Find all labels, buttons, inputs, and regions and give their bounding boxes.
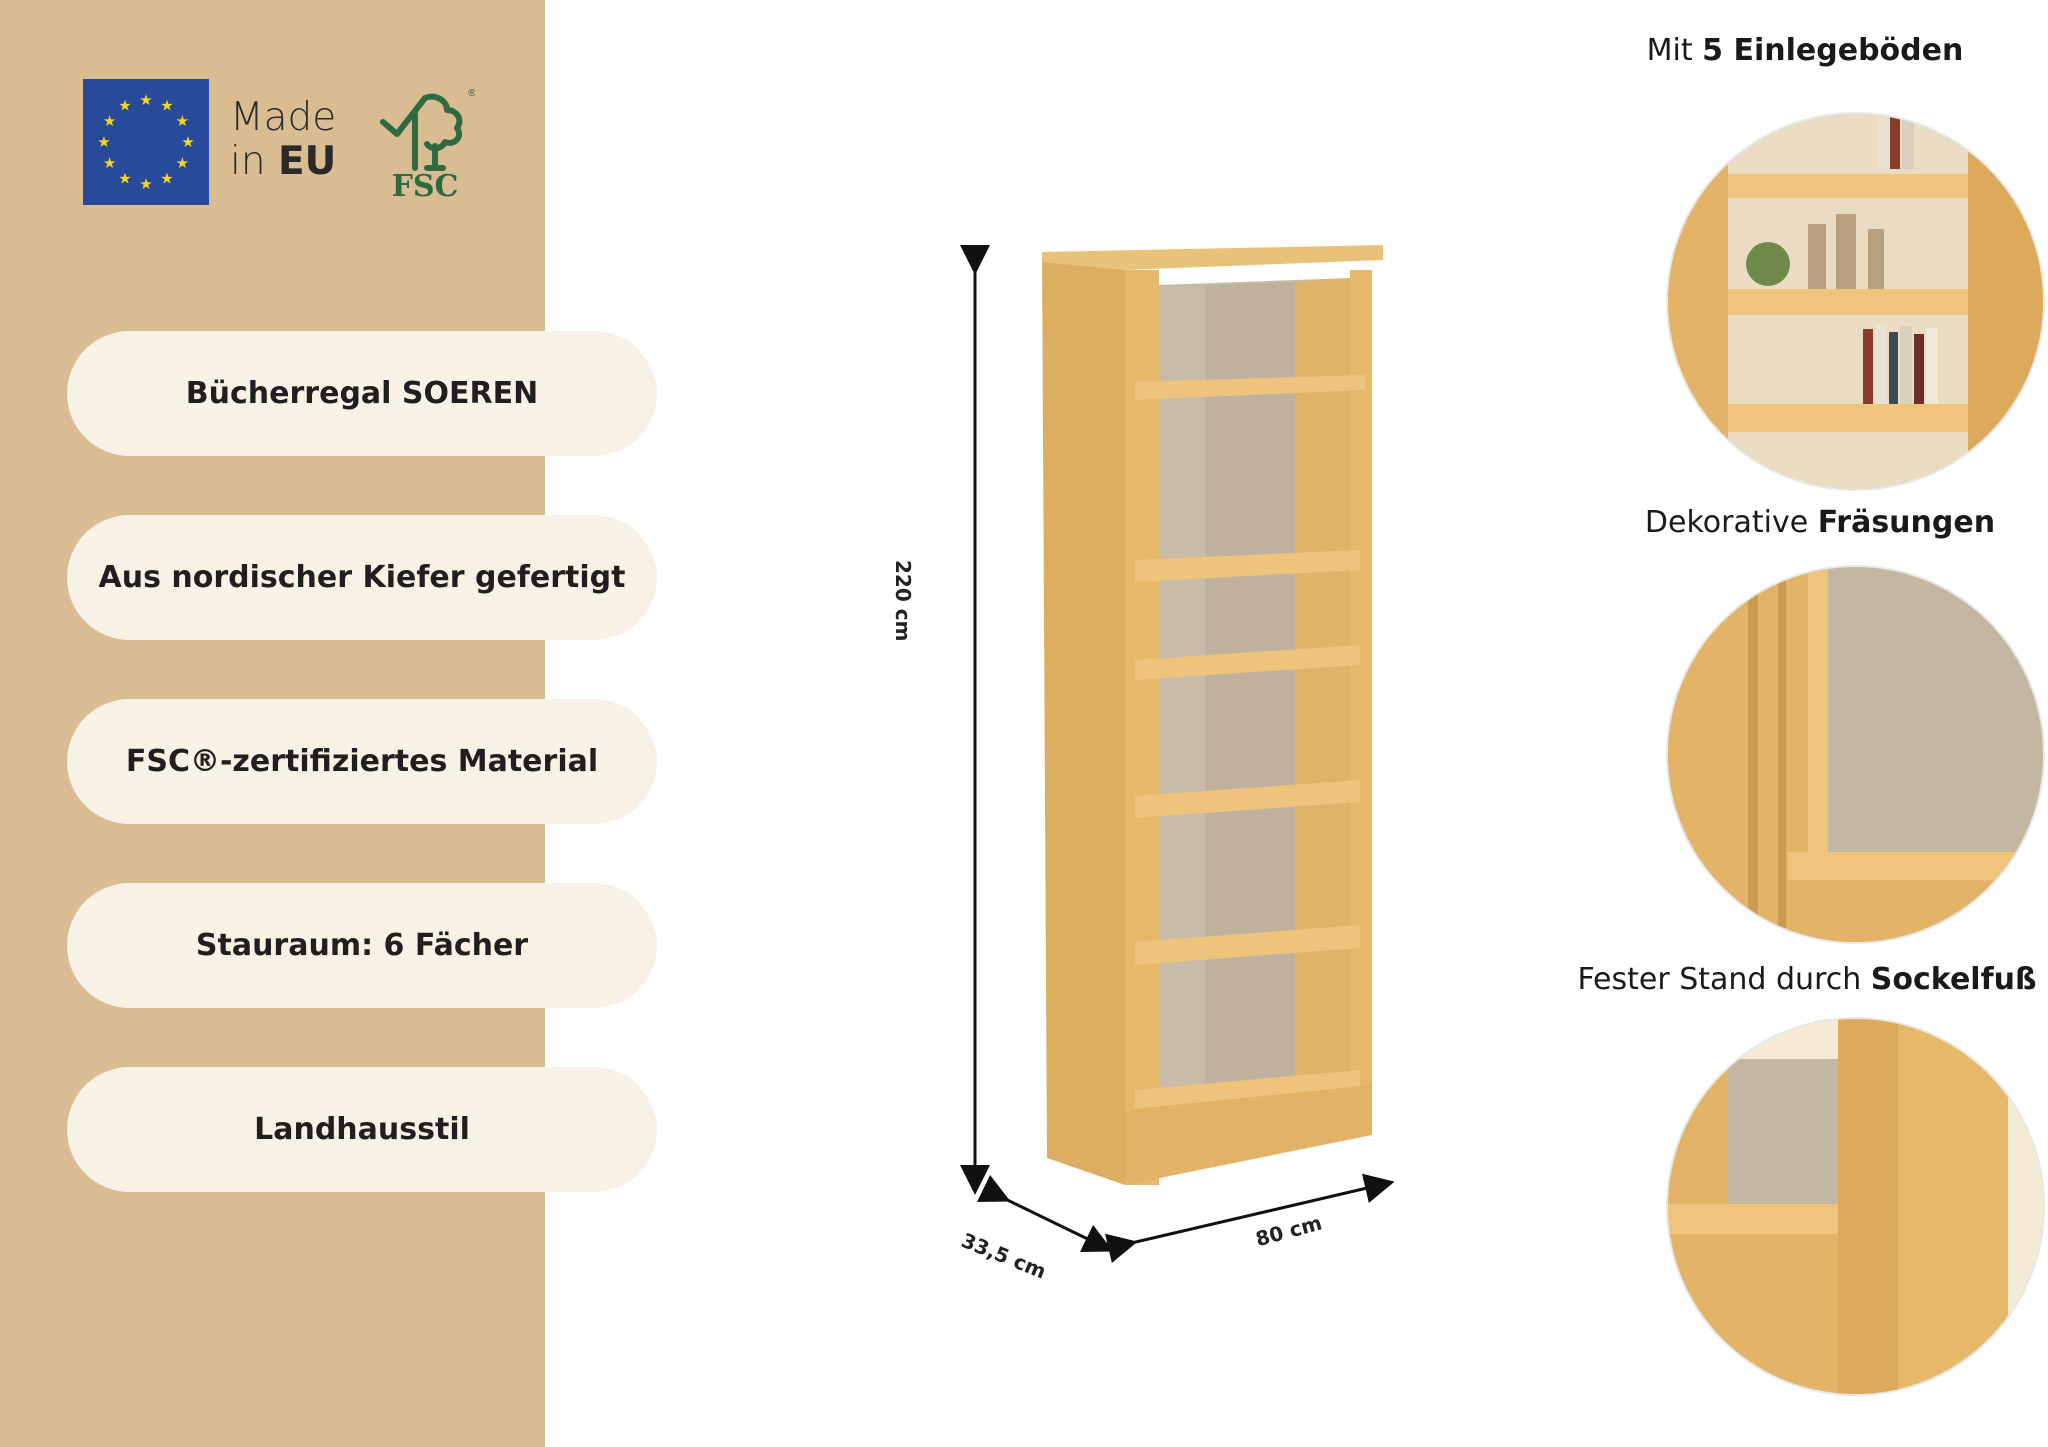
made-in-eu-badge: Made in EU [230,96,336,184]
eu-star-icon: ★ [97,133,110,151]
eu-star-icon: ★ [139,91,152,109]
detail-label-shelves: Mit 5 Einlegeböden [1590,33,2020,68]
shelf-left-stile [1125,270,1159,1185]
detail-label-prefix: Fester Stand durch [1577,962,1871,997]
fsc-logo-text: FSC [392,169,459,204]
eu-star-icon: ★ [139,175,152,193]
eu-star-icon: ★ [160,97,173,115]
eu-star-icon: ★ [118,97,131,115]
detail-label-bold: 5 Einlegeböden [1702,33,1964,68]
detail-label-bold: Fräsungen [1817,505,1996,540]
detail-label-prefix: Dekorative [1644,505,1818,540]
eu-star-icon: ★ [176,112,189,130]
height-dimension-label: 220 cm [891,560,915,642]
feature-pill-material: Aus nordischer Kiefer gefertigt [67,515,657,640]
shelf-board [1135,780,1360,818]
shelf-right-stile [1350,270,1372,1135]
feature-pill-style: Landhausstil [67,1067,657,1192]
bookshelf-illustration [960,245,1395,1264]
depth-arrow [976,1174,1114,1252]
feature-pill-label: Landhausstil [254,1112,470,1147]
shelf-board [1135,1070,1360,1110]
detail-label-prefix: Mit [1646,33,1703,68]
feature-pill-label: FSC®-zertifiziertes Material [125,744,599,779]
shelf-board [1135,925,1360,965]
shelf-side-panel [1042,255,1125,1185]
made-in-line2-prefix: in [230,139,266,184]
detail-circle-shelves [1666,112,2045,491]
feature-pill-name: Bücherregal SOEREN [67,331,657,456]
shelf-plinth [1125,1085,1372,1185]
feature-pill-storage: Stauraum: 6 Fächer [67,883,657,1008]
detail-label-milling: Dekorative Fräsungen [1620,505,2020,540]
eu-star-icon: ★ [118,169,131,187]
detail-circle-plinth [1666,1017,2045,1396]
feature-pill-certification: FSC®-zertifiziertes Material [67,699,657,824]
shelf-board [1135,375,1365,400]
shelf-inner-side [1295,278,1350,1125]
fsc-registered-mark: ® [467,88,475,99]
eu-star-icon: ★ [103,154,116,172]
shelf-board [1135,645,1360,680]
shelf-top [1042,245,1383,270]
detail-label-bold: Sockelfuß [1870,962,2037,997]
shelf-board [1135,550,1360,582]
eu-flag-icon: ★★★★★★★★★★★★ [83,79,209,205]
feature-pill-label: Stauraum: 6 Fächer [195,928,529,963]
eu-star-icon: ★ [176,154,189,172]
shelf-back-shadow [1205,282,1295,1135]
eu-star-icon: ★ [103,112,116,130]
width-arrow [1104,1173,1395,1264]
detail-circle-milling [1666,565,2045,944]
fsc-logo-icon: ® FSC [375,84,475,204]
made-in-line1: Made [230,95,337,140]
eu-star-icon: ★ [160,169,173,187]
feature-pill-label: Aus nordischer Kiefer gefertigt [98,560,626,595]
feature-pill-label: Bücherregal SOEREN [185,376,539,411]
eu-star-icon: ★ [181,133,194,151]
detail-label-plinth: Fester Stand durch Sockelfuß [1577,962,2037,997]
made-in-line2-bold: EU [277,139,337,184]
